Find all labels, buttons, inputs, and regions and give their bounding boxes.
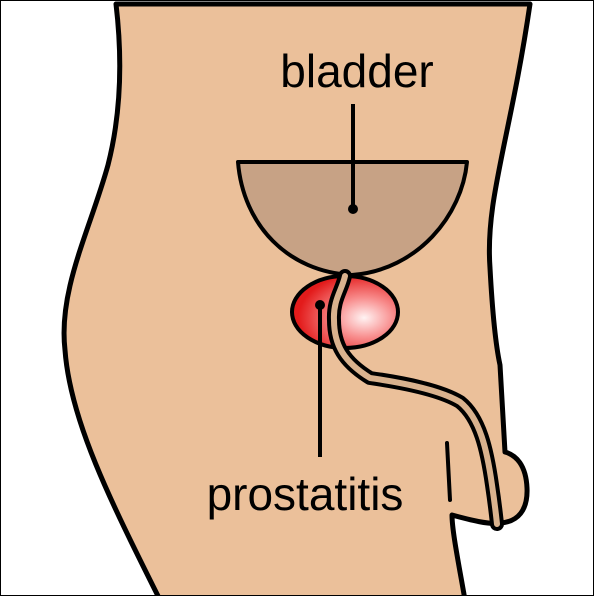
bladder-label: bladder — [280, 45, 433, 97]
bladder-pointer-dot — [348, 204, 358, 214]
prostatitis-label: prostatitis — [207, 468, 404, 520]
prostatitis-pointer-dot — [315, 300, 325, 310]
